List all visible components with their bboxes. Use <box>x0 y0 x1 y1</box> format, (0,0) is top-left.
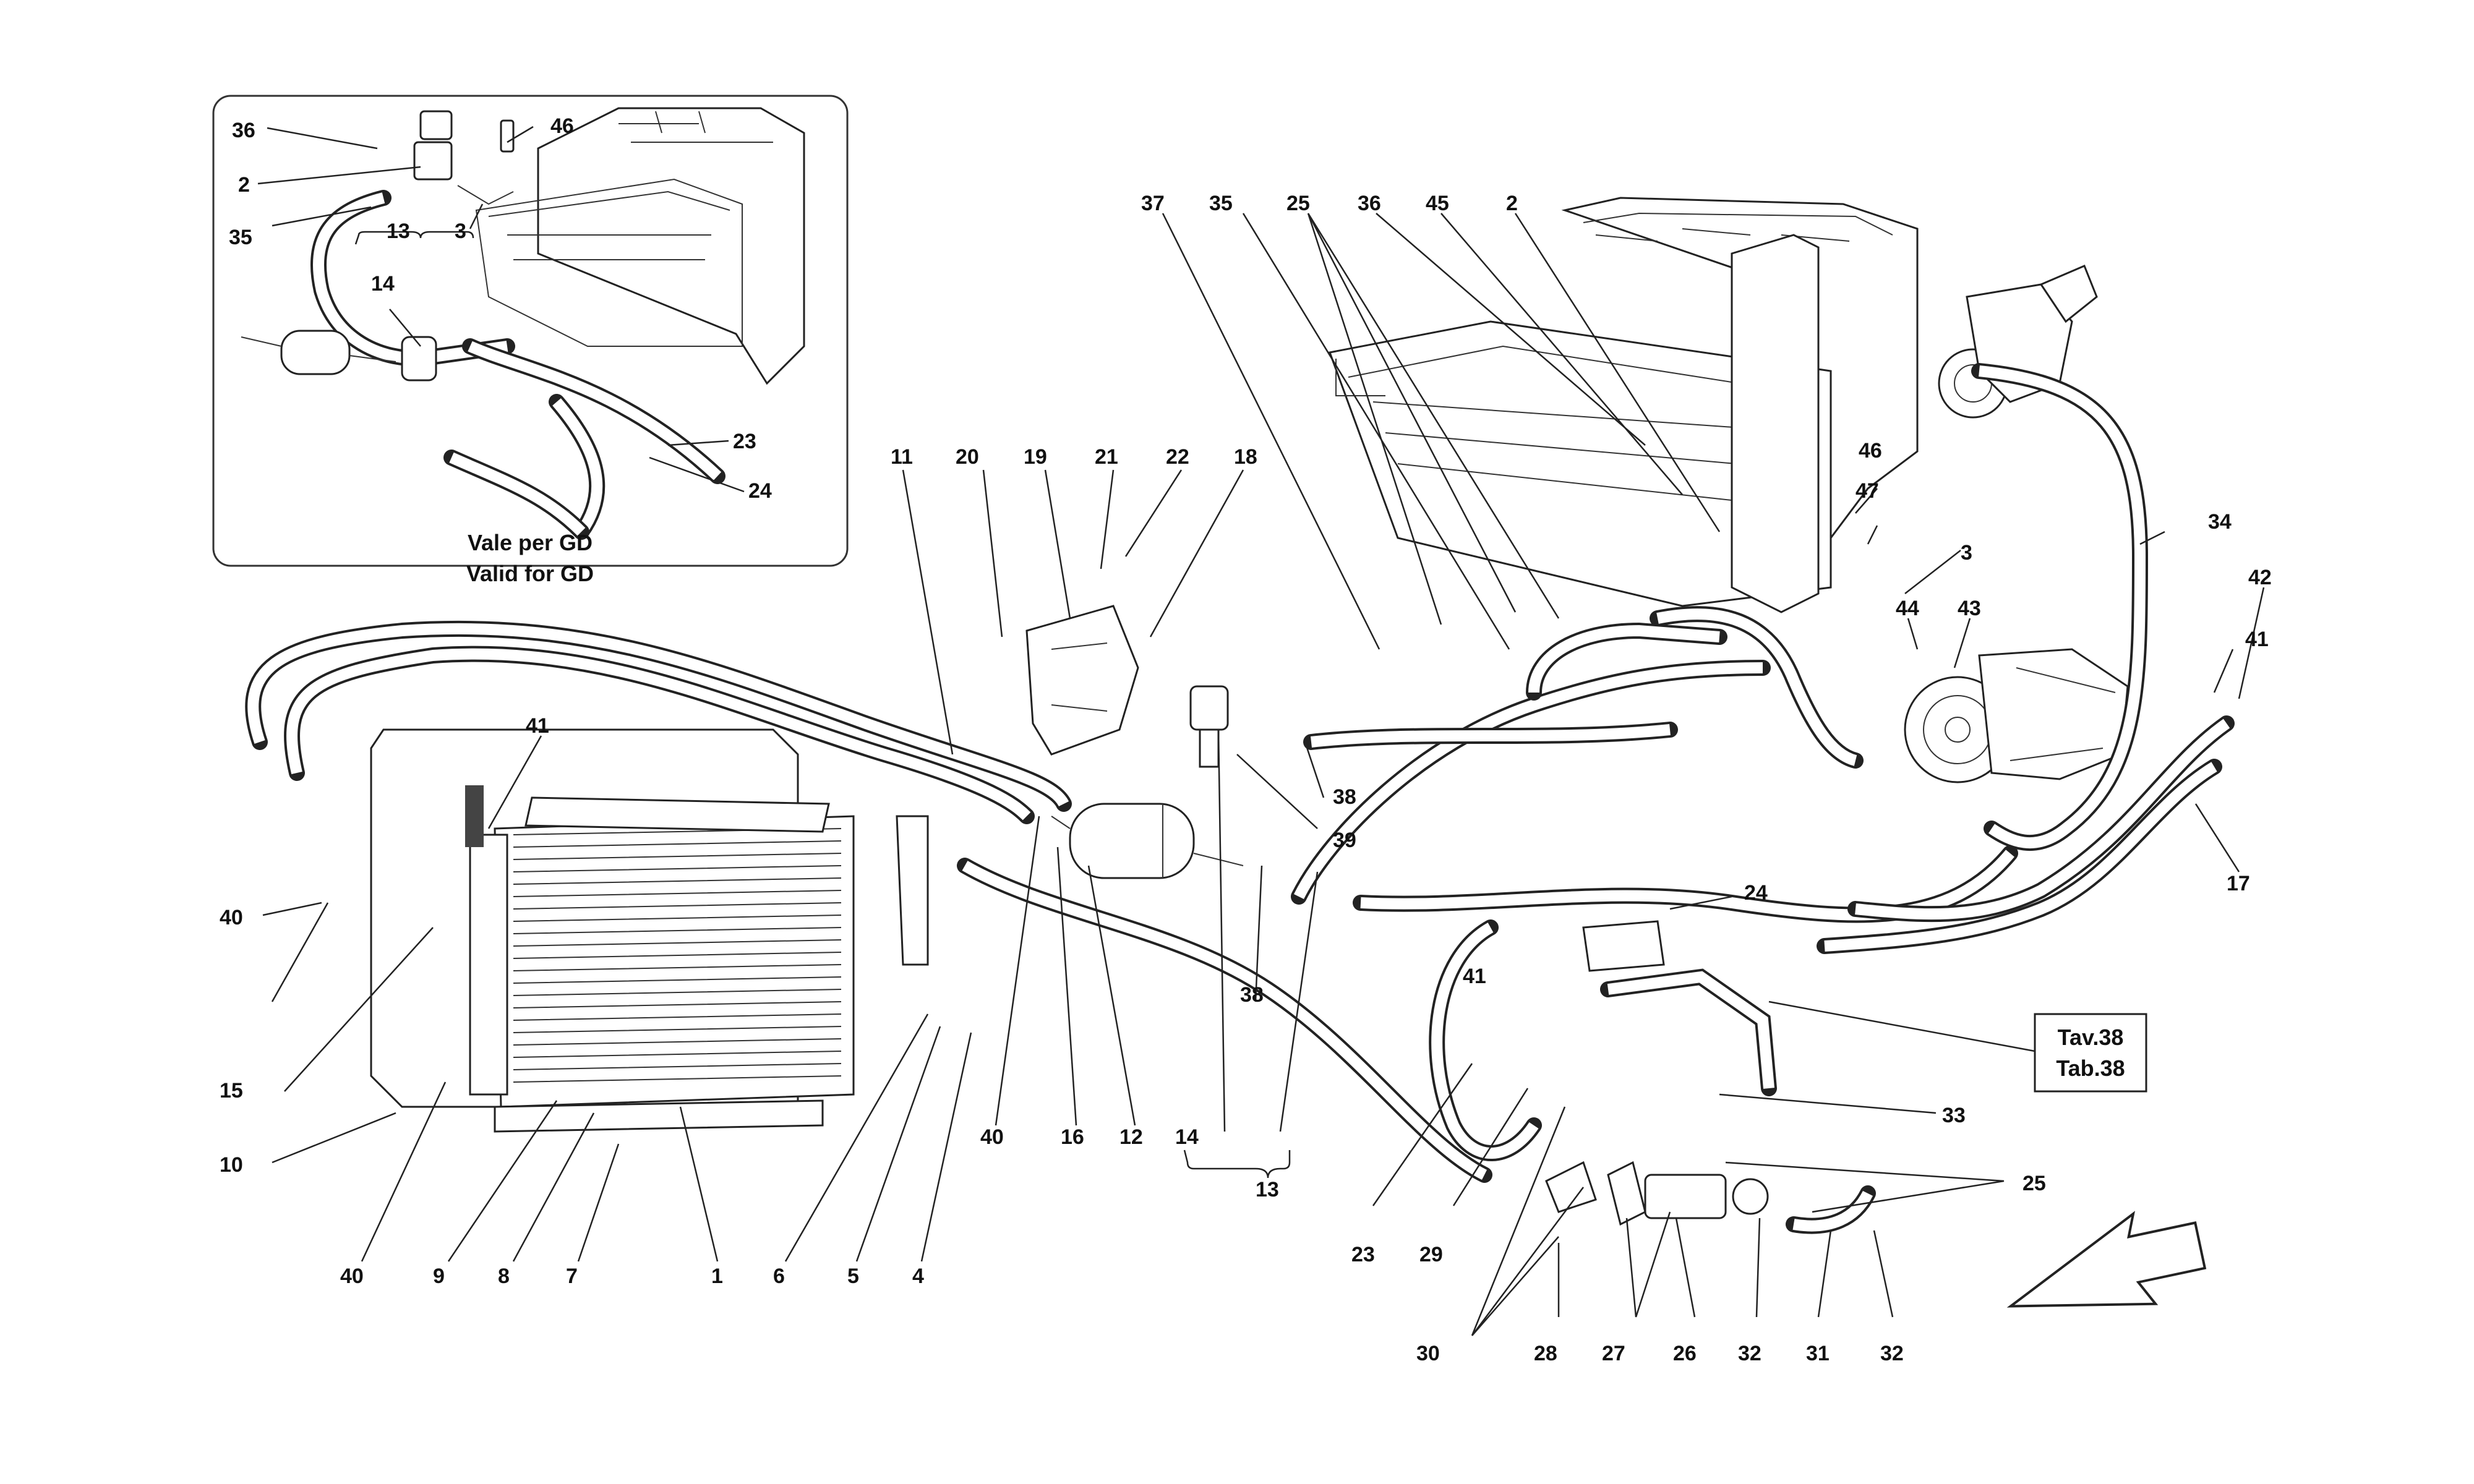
callout-25-lower: 25 <box>2022 1172 2046 1195</box>
callout-44: 44 <box>1896 597 1919 620</box>
callout-25: 25 <box>1286 192 1310 215</box>
callout-43: 43 <box>1958 597 1981 620</box>
callout-41: 41 <box>2245 628 2269 651</box>
callout-40-left: 40 <box>220 906 243 929</box>
inset-callout-2: 2 <box>238 173 250 197</box>
callout-13: 13 <box>1256 1178 1279 1201</box>
pressure-switch <box>1189 685 1229 768</box>
inset-callout-36: 36 <box>232 119 255 142</box>
callout-42: 42 <box>2248 566 2272 589</box>
callout-32-right: 32 <box>1880 1342 1904 1365</box>
front-direction-arrow <box>2006 1211 2207 1308</box>
water-valve <box>1607 1161 1769 1226</box>
callout-17: 17 <box>2227 872 2250 895</box>
inset-callout-46: 46 <box>550 114 574 138</box>
reference-line2: Tab.38 <box>2056 1055 2125 1081</box>
callout-30: 30 <box>1416 1342 1440 1365</box>
callout-7: 7 <box>566 1264 578 1288</box>
callout-41-line: 41 <box>1463 965 1486 988</box>
inset-callout-13: 13 <box>387 220 410 243</box>
callout-3: 3 <box>1961 541 1972 565</box>
callout-40-bottom: 40 <box>340 1264 364 1288</box>
callout-1: 1 <box>711 1264 723 1288</box>
callout-labels: 37 35 25 36 45 2 46 47 3 34 42 41 44 43 … <box>220 192 2272 1365</box>
callout-45: 45 <box>1426 192 1449 215</box>
callout-22: 22 <box>1166 445 1189 469</box>
inset-callout-14: 14 <box>371 272 395 296</box>
reference-table-box: Tav.38 Tab.38 <box>1768 1000 2147 1093</box>
callout-5: 5 <box>847 1264 859 1288</box>
callout-27: 27 <box>1602 1342 1625 1365</box>
callout-31: 31 <box>1806 1342 1830 1365</box>
inset-callout-24: 24 <box>748 479 772 503</box>
callout-47: 47 <box>1856 479 1879 503</box>
refrigerant-lines <box>245 363 2235 1234</box>
callout-28: 28 <box>1534 1342 1557 1365</box>
callout-12: 12 <box>1119 1125 1143 1149</box>
callout-32-left: 32 <box>1738 1342 1761 1365</box>
callout-35: 35 <box>1209 192 1233 215</box>
callout-23: 23 <box>1351 1243 1375 1266</box>
callout-40-mid: 40 <box>980 1125 1004 1149</box>
callout-33: 33 <box>1942 1104 1966 1127</box>
callout-9: 9 <box>433 1264 445 1288</box>
inset-caption-line2: Valid for GD <box>466 561 594 586</box>
callout-16: 16 <box>1061 1125 1084 1149</box>
callout-20: 20 <box>956 445 979 469</box>
inset-callout-3: 3 <box>455 220 466 243</box>
condenser-fins <box>513 828 842 1083</box>
callout-18: 18 <box>1234 445 1257 469</box>
callout-15: 15 <box>220 1079 243 1102</box>
compressor-clutch-assembly <box>1938 265 2098 419</box>
valve-bracket <box>1545 920 1665 1213</box>
condenser <box>370 728 929 1133</box>
callout-41-condenser: 41 <box>526 714 549 738</box>
receiver-drier <box>1051 803 1244 879</box>
callout-26: 26 <box>1673 1342 1697 1365</box>
callout-38-lower: 38 <box>1240 983 1264 1007</box>
callout-38: 38 <box>1333 785 1356 809</box>
callout-8: 8 <box>498 1264 510 1288</box>
callout-2: 2 <box>1506 192 1518 215</box>
inset-caption-line1: Vale per GD <box>468 530 593 555</box>
callout-24: 24 <box>1744 881 1768 905</box>
callout-11: 11 <box>891 445 913 469</box>
callout-29: 29 <box>1419 1243 1443 1266</box>
callout-14: 14 <box>1175 1125 1199 1149</box>
callout-4: 4 <box>912 1264 924 1288</box>
callout-21: 21 <box>1095 445 1118 469</box>
reference-line1: Tav.38 <box>2058 1025 2124 1050</box>
callout-leader-lines <box>262 213 2265 1336</box>
mounting-bracket <box>1025 605 1139 756</box>
ac-compressor <box>1904 648 2129 783</box>
callout-19: 19 <box>1024 445 1047 469</box>
callout-6: 6 <box>773 1264 785 1288</box>
callout-46: 46 <box>1859 439 1882 463</box>
inset-callout-23: 23 <box>733 430 756 453</box>
callout-37: 37 <box>1141 192 1165 215</box>
inset-callout-35: 35 <box>229 226 252 249</box>
inset-callout-labels: 36 2 35 13 14 46 3 23 24 Vale per GD Val… <box>229 114 772 586</box>
callout-39: 39 <box>1333 829 1356 852</box>
callout-10: 10 <box>220 1153 243 1177</box>
inset-heater-unit <box>475 107 805 385</box>
callout-34: 34 <box>2208 510 2232 534</box>
heater-evaporator-unit <box>1328 197 1919 613</box>
callout-36: 36 <box>1358 192 1381 215</box>
inset-gd-variant <box>212 95 849 567</box>
